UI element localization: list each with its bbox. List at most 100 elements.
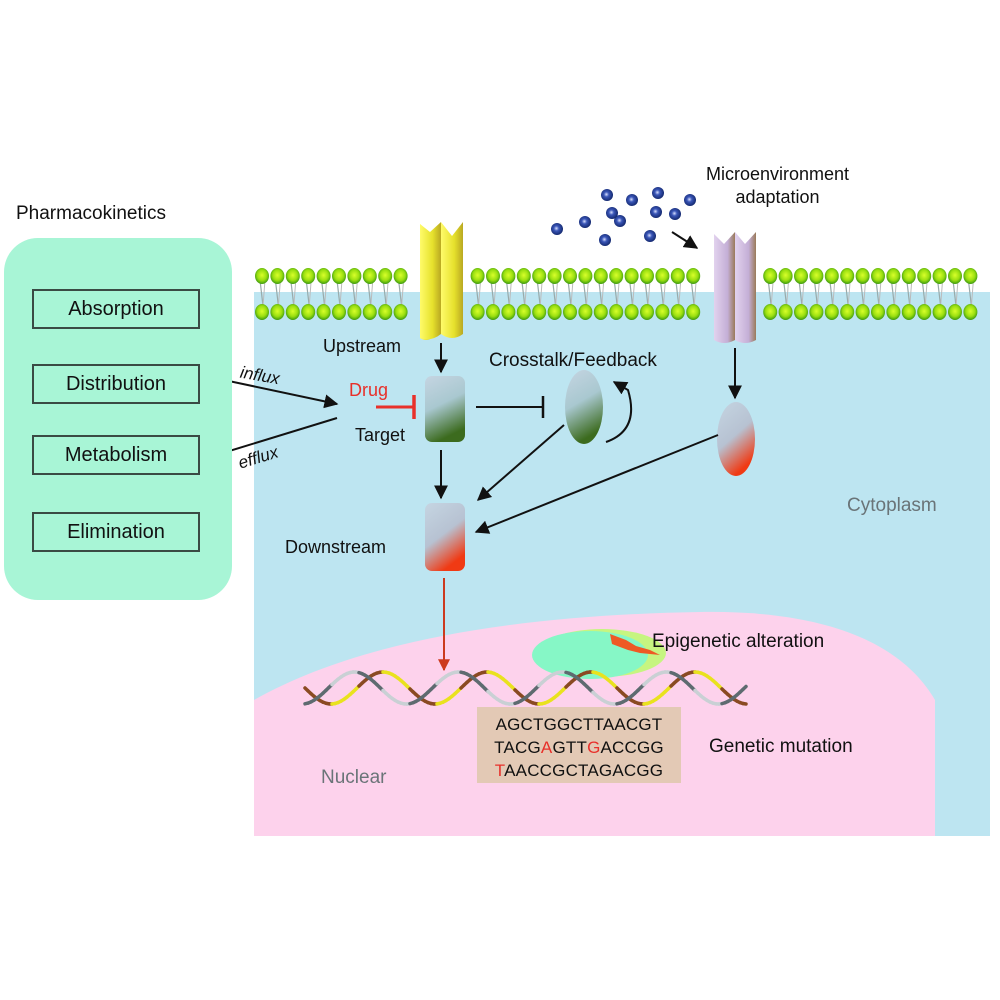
lipid-head <box>624 268 639 284</box>
pk-step-metabolism: Metabolism <box>32 435 200 475</box>
lipid-tail <box>678 279 682 307</box>
lipid-tail <box>783 279 788 307</box>
dna-helix <box>303 670 748 706</box>
lipid-tail <box>955 279 959 307</box>
lipid-tail <box>844 279 849 307</box>
ligand <box>626 194 638 206</box>
lipid-tail <box>767 279 772 307</box>
target-node <box>425 376 465 442</box>
genetic-mutation-label: Genetic mutation <box>709 736 853 757</box>
downstream-label: Downstream <box>285 537 387 557</box>
microenvironment-label-line2: adaptation <box>735 187 820 207</box>
lipid-tail <box>539 279 543 307</box>
lipid-head <box>516 268 531 284</box>
lipid-tail <box>601 279 605 307</box>
lipid-head <box>794 268 808 284</box>
ligand <box>650 206 662 218</box>
lipid-tail <box>370 279 374 307</box>
lipid-head <box>886 268 901 284</box>
lipid-head <box>901 268 916 284</box>
mutated-base: G <box>587 738 601 757</box>
lipid-tail <box>339 279 343 307</box>
lipid-head <box>593 268 608 284</box>
lipid-tail <box>259 279 264 307</box>
lipid-head <box>686 268 701 284</box>
lipid-tail <box>521 279 526 307</box>
lipid-head <box>809 304 824 320</box>
lipid-tail <box>921 279 926 307</box>
lipid-head <box>948 268 962 284</box>
epigenetic-mark <box>610 634 660 655</box>
lipid-head <box>532 304 547 320</box>
lipid-head <box>686 304 701 320</box>
lipid-tail <box>690 279 695 307</box>
lipid-tail <box>552 279 557 307</box>
lipid-head <box>486 304 500 320</box>
lipid-head <box>578 304 593 320</box>
lipid-head <box>285 268 300 284</box>
lipid-tail <box>786 279 790 307</box>
dna-sequence-row: AGCTGGCTTAACGT <box>477 713 681 736</box>
sequence-bases: TACG <box>494 738 541 757</box>
efflux-arrow <box>211 417 338 460</box>
lipid-tail <box>924 279 928 307</box>
lipid-tail <box>875 279 880 307</box>
lipid-head <box>655 304 670 320</box>
lipid-tail <box>847 279 851 307</box>
lipid-tail <box>508 279 512 307</box>
lipid-tail <box>385 279 389 307</box>
lipid-head <box>255 268 269 284</box>
sequence-bases: GTT <box>552 738 588 757</box>
crosstalk-label: Crosstalk/Feedback <box>489 350 657 371</box>
lipid-tail <box>490 279 495 307</box>
lipid-head <box>932 268 947 284</box>
lipid-head <box>470 268 485 284</box>
lipid-head <box>824 268 839 284</box>
lipid-tail <box>829 279 834 307</box>
lipid-head <box>778 304 793 320</box>
ligand <box>599 234 611 246</box>
ligand-binding-arrow <box>671 231 699 249</box>
lipid-tail <box>277 279 281 307</box>
lipid-head <box>486 268 500 284</box>
lipid-head <box>794 304 808 320</box>
lipid-tail <box>906 279 911 307</box>
pk-step-absorption: Absorption <box>32 289 200 329</box>
lipid-tail <box>351 279 356 307</box>
lipid-head <box>547 268 562 284</box>
lipid-head <box>855 268 870 284</box>
lipid-head <box>778 268 793 284</box>
crosstalk-node <box>565 370 603 444</box>
lipid-head <box>270 268 285 284</box>
lipid-tail <box>262 279 266 307</box>
lipid-head <box>840 304 855 320</box>
receptor-upstream <box>420 222 463 340</box>
lipid-tail <box>798 279 803 307</box>
pharmacokinetics-title: Pharmacokinetics <box>16 203 166 224</box>
lipid-tail <box>570 279 574 307</box>
upstream-label: Upstream <box>323 336 402 356</box>
downstream-node <box>425 503 465 571</box>
lipid-tail <box>567 279 572 307</box>
microenvironment-node <box>717 402 755 476</box>
cytoplasm-label: Cytoplasm <box>847 495 937 516</box>
lipid-tail <box>505 279 510 307</box>
ligand <box>551 223 563 235</box>
lipid-head <box>270 304 285 320</box>
lipid-tail <box>770 279 774 307</box>
lipid-tail <box>644 279 649 307</box>
receptor-microenvironment <box>714 232 756 343</box>
microenvironment-label: Microenvironment adaptation <box>706 164 849 208</box>
lipid-tail <box>952 279 957 307</box>
sequence-bases: AGCTGGCTTAACGT <box>495 715 663 734</box>
dna-sequence-row: TAACCGCTAGACGG <box>477 759 681 782</box>
ligand <box>579 216 591 228</box>
lipid-head <box>285 304 300 320</box>
lipid-tail <box>632 279 636 307</box>
lipid-head <box>963 268 978 284</box>
lipid-head <box>640 304 654 320</box>
ligand <box>669 208 681 220</box>
ligand <box>644 230 656 242</box>
lipid-head <box>886 304 901 320</box>
